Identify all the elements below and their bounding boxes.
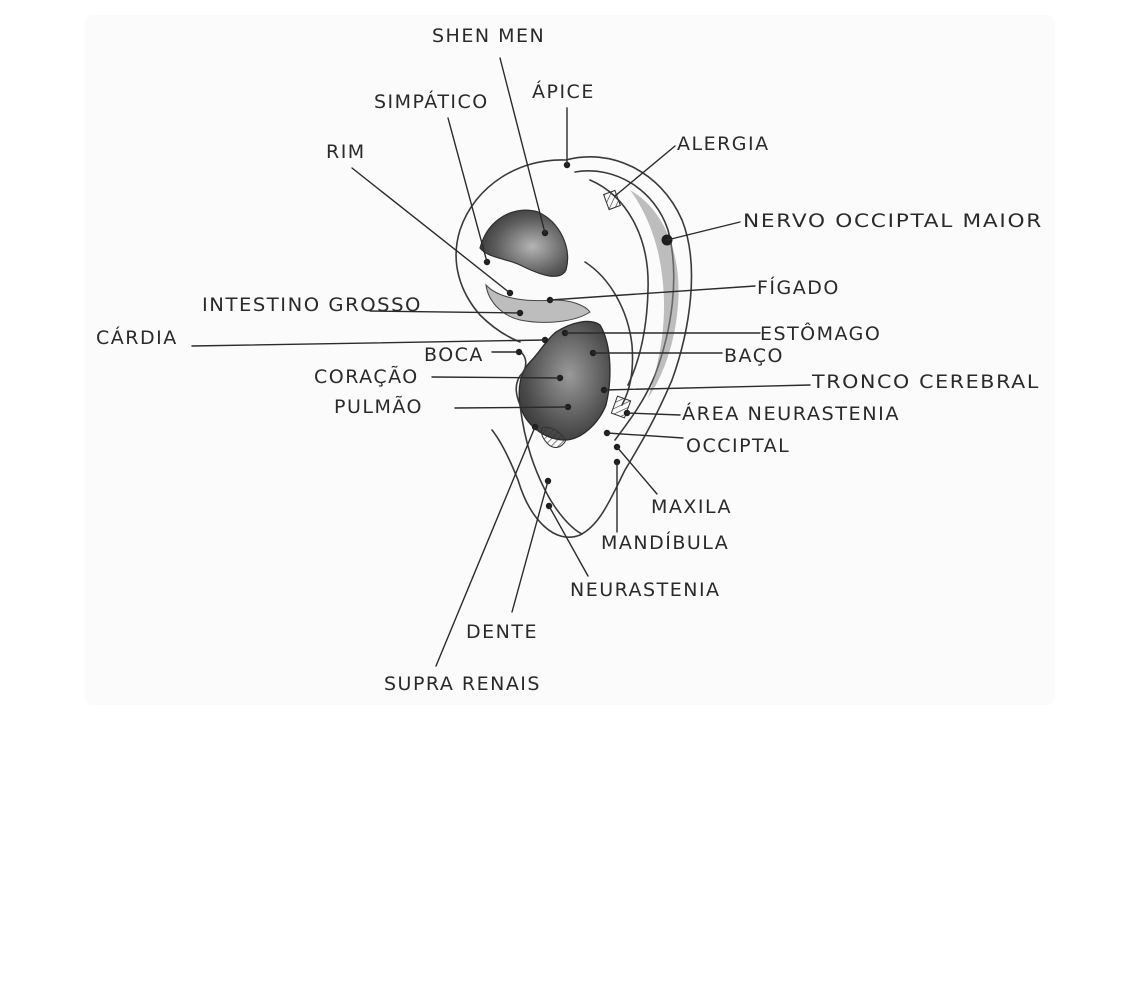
label-maxila: MAXILA xyxy=(651,496,732,518)
leader-cardia xyxy=(191,339,546,347)
leader-intestino-grosso xyxy=(369,310,521,314)
leader-occiptal xyxy=(606,432,684,439)
label-mandibula: MANDÍBULA xyxy=(601,531,729,554)
antitragus-hatch xyxy=(541,426,567,448)
label-supra-renais: SUPRA RENAIS xyxy=(384,673,541,695)
label-pulmao: PULMÃO xyxy=(334,395,423,418)
label-tronco-cerebral: TRONCO CEREBRAL xyxy=(811,371,1040,393)
label-dente: DENTE xyxy=(466,621,538,643)
leader-neurastenia xyxy=(548,505,589,577)
leader-coracao xyxy=(431,376,561,379)
label-boca: BOCA xyxy=(424,344,484,366)
leader-area-neurastenia xyxy=(626,412,681,416)
label-simpatico: SIMPÁTICO xyxy=(374,90,489,113)
leader-pulmao xyxy=(454,406,569,409)
labels: SHEN MEN SIMPÁTICO ÁPICE RIM ALERGIA NER… xyxy=(96,25,1043,695)
label-cardia: CÁRDIA xyxy=(96,326,178,349)
leader-lines xyxy=(191,57,811,667)
label-nervo-occiptal-maior: NERVO OCCIPTAL MAIOR xyxy=(743,210,1043,232)
leader-rim xyxy=(351,167,511,294)
leader-alergia xyxy=(614,145,676,197)
label-area-neurastenia: ÁREA NEURASTENIA xyxy=(682,402,900,425)
leader-simpatico xyxy=(447,117,488,263)
label-alergia: ALERGIA xyxy=(677,133,770,155)
label-occiptal: OCCIPTAL xyxy=(686,435,790,457)
label-intestino-grosso: INTESTINO GROSSO xyxy=(202,294,422,316)
ear-drawing xyxy=(455,156,693,538)
label-coracao: CORAÇÃO xyxy=(314,365,419,388)
leader-figado xyxy=(549,285,756,301)
leader-supra-renais xyxy=(435,426,536,667)
ear-helix-outline xyxy=(455,156,693,538)
label-baco: BAÇO xyxy=(724,345,784,367)
label-neurastenia: NEURASTENIA xyxy=(570,579,721,601)
label-rim: RIM xyxy=(326,141,366,163)
leader-nervo-occiptal-maior xyxy=(666,221,741,241)
label-estomago: ESTÔMAGO xyxy=(760,321,881,345)
leader-maxila xyxy=(616,446,658,495)
leader-dente xyxy=(511,480,549,613)
label-figado: FÍGADO xyxy=(757,276,840,299)
label-apice: ÁPICE xyxy=(532,80,595,103)
label-shen-men: SHEN MEN xyxy=(432,25,545,47)
tragus-outline xyxy=(515,349,527,406)
triangular-fossa xyxy=(479,209,569,277)
leader-tronco-cerebral xyxy=(603,384,811,391)
antihelix-fold xyxy=(584,261,634,406)
leader-shen-men xyxy=(499,57,546,234)
